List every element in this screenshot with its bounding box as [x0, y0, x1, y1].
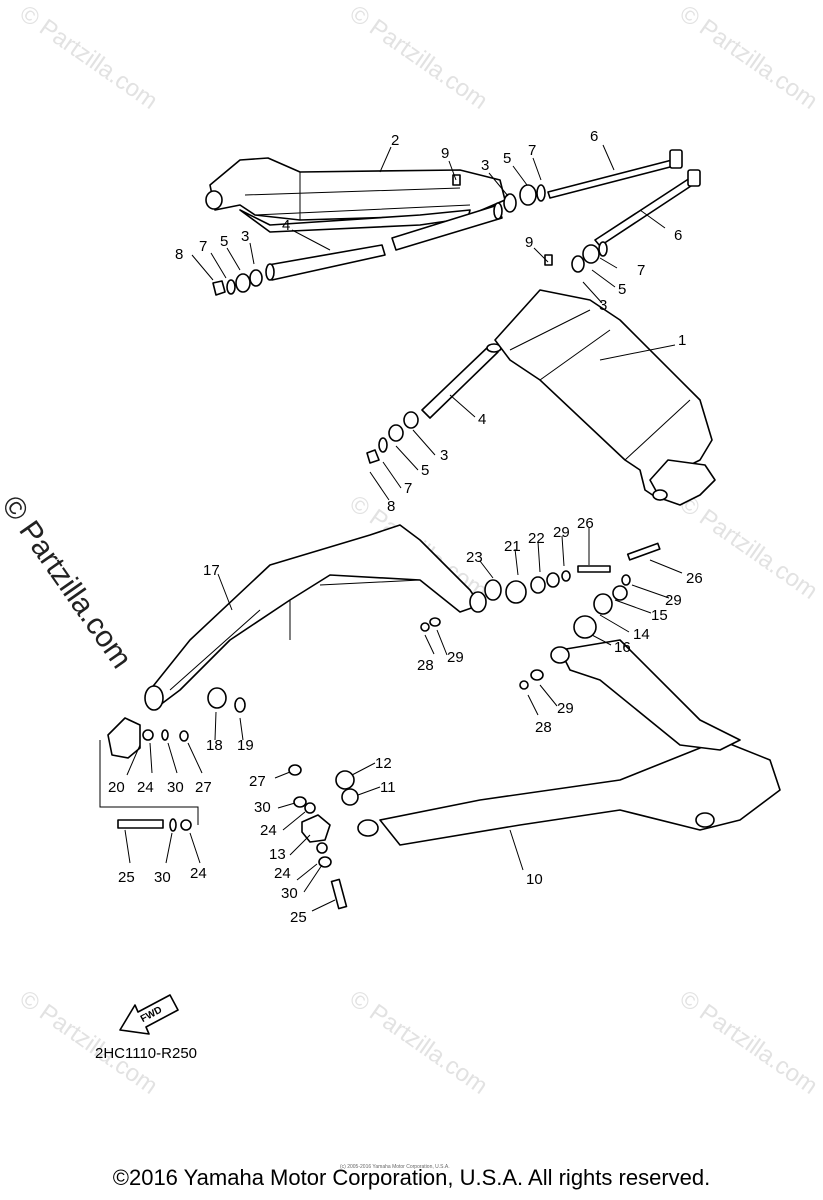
- callout-label: 18: [206, 737, 223, 754]
- callout-label: 11: [380, 779, 396, 796]
- callout-label: 9: [441, 145, 449, 162]
- callout-label: 5: [503, 150, 511, 167]
- left-bushing-set: [99, 687, 246, 832]
- callout-label: 7: [528, 142, 536, 159]
- callout-label: 30: [281, 885, 298, 902]
- callout-label: 17: [203, 562, 220, 579]
- knuckle-set: [288, 764, 359, 910]
- callout-label: 24: [190, 865, 207, 882]
- callout-label: 3: [599, 297, 607, 314]
- callout-label: 27: [195, 779, 212, 796]
- callout-label: 15: [651, 607, 668, 624]
- callout-label: 9: [525, 234, 533, 251]
- copyright-small: (c) 2005-2016 Yamaha Motor Corporation, …: [340, 1164, 450, 1170]
- callout-label: 21: [504, 538, 521, 555]
- right-bushing-set: [420, 542, 661, 690]
- callout-label: 25: [118, 869, 135, 886]
- lower-arm-part: [357, 639, 781, 846]
- callout-label: 1: [678, 332, 686, 349]
- callout-label: 2: [391, 132, 399, 149]
- callout-label: 29: [665, 592, 682, 609]
- callout-label: 13: [269, 846, 286, 863]
- callout-label: 6: [590, 128, 598, 145]
- callout-label: 7: [404, 480, 412, 497]
- callout-label: 6: [674, 227, 682, 244]
- callout-label: 29: [557, 700, 574, 717]
- callout-label: 8: [175, 246, 183, 263]
- callout-label: 30: [167, 779, 184, 796]
- callout-label: 5: [220, 233, 228, 250]
- callout-label: 14: [633, 626, 650, 643]
- callout-label: 27: [249, 773, 266, 790]
- callout-label: 8: [387, 498, 395, 515]
- lower-frame-part: [144, 524, 487, 711]
- callout-label: 24: [274, 865, 291, 882]
- callout-label: 24: [137, 779, 154, 796]
- callout-label: 3: [241, 228, 249, 245]
- callout-label: 7: [199, 238, 207, 255]
- callout-label: 3: [481, 157, 489, 174]
- callout-label: 30: [254, 799, 271, 816]
- callout-label: 28: [417, 657, 434, 674]
- callout-label: 23: [466, 549, 483, 566]
- callout-label: 5: [421, 462, 429, 479]
- callout-label: 4: [282, 217, 290, 234]
- callout-label: 7: [637, 262, 645, 279]
- callout-labels: 2 9 3 5 7 6 6 4 3 5 7 8 9 7 5 3 1 4 3 5 …: [108, 128, 703, 926]
- callout-label: 30: [154, 869, 171, 886]
- callout-label: 3: [440, 447, 448, 464]
- leader-lines: [124, 144, 683, 912]
- callout-label: 5: [618, 281, 626, 298]
- callout-label: 28: [535, 719, 552, 736]
- callout-label: 26: [686, 570, 703, 587]
- callout-label: 12: [375, 755, 392, 772]
- bushing-set: [212, 174, 608, 464]
- callout-label: 19: [237, 737, 254, 754]
- shaft-part: [265, 202, 503, 419]
- callout-label: 29: [553, 524, 570, 541]
- bolt-part: [547, 149, 701, 247]
- callout-label: 10: [526, 871, 543, 888]
- callout-label: 22: [528, 530, 545, 547]
- callout-label: 20: [108, 779, 125, 796]
- callout-label: 29: [447, 649, 464, 666]
- callout-label: 4: [478, 411, 486, 428]
- callout-label: 16: [614, 639, 631, 656]
- fwd-arrow-icon: FWD: [119, 994, 179, 1035]
- callout-label: 25: [290, 909, 307, 926]
- diagram-code: 2HC1110-R250: [95, 1045, 198, 1062]
- callout-label: 26: [577, 515, 594, 532]
- callout-label: 24: [260, 822, 277, 839]
- right-frame-part: [494, 289, 716, 506]
- copyright-notice: ©2016 Yamaha Motor Corporation, U.S.A. A…: [112, 1165, 711, 1190]
